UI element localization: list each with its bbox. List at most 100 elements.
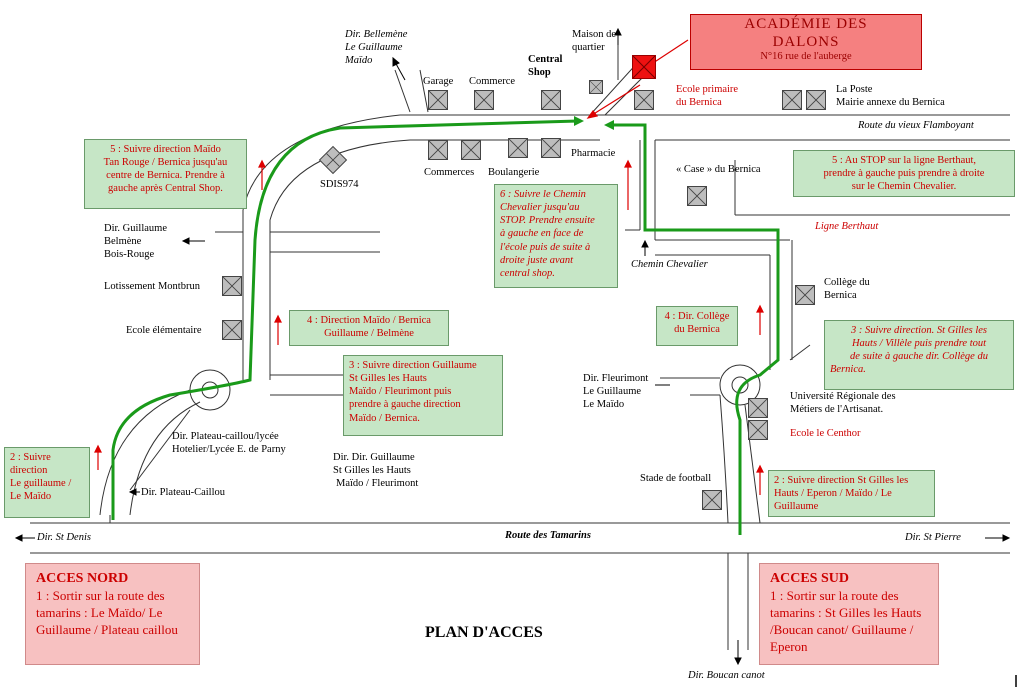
dir-plateau-lycee-line1: Dir. Plateau-caillou/lycée (172, 431, 279, 442)
acces-nord-heading: ACCES NORD (36, 571, 129, 586)
garage-building (428, 90, 448, 110)
maison-road-left (589, 59, 641, 116)
dir-guillaume-line3: Bois-Rouge (104, 249, 155, 261)
acces-nord-text: 1 : Sortir sur la route des tamarins : L… (36, 588, 178, 637)
arrow-boucan-head (734, 657, 742, 666)
dir-fleurimont-label: Dir. Fleurimont Le Guillaume Le Maïdo (583, 372, 648, 411)
s6-line1: 6 : Suivre le Chemin (500, 189, 586, 200)
route-north-arrowhead (574, 116, 584, 126)
college-line1: Collège du (824, 277, 870, 288)
left-ramp (99, 389, 191, 516)
boulangerie-label: Boulangerie (488, 167, 540, 178)
poste-building-2 (806, 90, 826, 110)
s6-line3: STOP. Prendre ensuite (500, 215, 595, 227)
commerce-building (474, 90, 494, 110)
sdis-label: SDIS974 (320, 179, 359, 190)
s2n-line2: direction (10, 465, 48, 477)
s6-line7: central shop. (500, 267, 555, 279)
s2n-line4: Le Maïdo (10, 491, 52, 503)
map-title: PLAN D'ACCES (425, 624, 543, 641)
s5s-line2: prendre à gauche puis prendre à droite (823, 168, 985, 180)
step-3-south-note: 3 : Suivre direction. St Gilles les Haut… (824, 320, 1014, 390)
s5s-line1: 5 : Au STOP sur la ligne Berthaut, (831, 155, 977, 166)
lotissement-building (222, 276, 242, 296)
dir-plateau-lycee-line2: Hotelier/Lycée E. de Parny (172, 444, 286, 456)
s3s-line3: de suite à gauche dir. Collège du (850, 351, 988, 363)
s5s-line3: sur le Chemin Chevalier. (851, 181, 957, 193)
college-building (795, 285, 815, 305)
s6-line4: à gauche en face de (500, 228, 584, 240)
left-ramp-2 (129, 401, 201, 516)
step-6-note: 6 : Suivre le Chemin Chevalier jusqu'au … (494, 184, 618, 288)
college-label: Collège du Bernica (824, 276, 870, 302)
route-south (612, 123, 780, 535)
s3n-line2: St Gilles les Hauts (349, 373, 427, 385)
roundabout-west-outer (189, 369, 231, 411)
red-arrow-6-head (756, 464, 764, 473)
step-4-north-note: 4 : Direction Maïdo / Bernica Guillaume … (289, 310, 449, 346)
s5n-line3: centre de Bernica. Prendre à (106, 170, 225, 182)
red-arrow-2-head (274, 314, 282, 323)
ecole-primaire-building (634, 90, 654, 110)
red-arrow-3-head (258, 159, 266, 168)
dir-guillaume-label: Dir. Guillaume Belmène Bois-Rouge (104, 222, 167, 261)
arrow-bellemene (394, 61, 406, 81)
acces-sud-heading: ACCES SUD (770, 571, 849, 586)
ecole-elementaire-building (222, 320, 242, 340)
central-shop-line2: Shop (528, 67, 551, 79)
arrow-chevalier-head (641, 239, 649, 248)
route-south-arrowhead (604, 120, 614, 130)
ligne-berthaut-label: Ligne Berthaut (815, 221, 879, 232)
roundabout-east-outer (719, 364, 761, 406)
s3n-line5: Maïdo / Bernica. (349, 412, 420, 424)
dir-boucan-label: Dir. Boucan canot (688, 670, 765, 681)
red-arrow-school-head (586, 110, 599, 119)
dir-guillaume-line2: Belmène (104, 236, 142, 248)
bellemene-road-left (394, 69, 411, 113)
red-arrow-4-head (624, 159, 632, 168)
s2s-line3: Guillaume (774, 501, 819, 513)
arrow-guillaume-head (181, 237, 190, 245)
s3s-line1: 3 : Suivre direction. St Gilles les (851, 325, 987, 336)
commerces-building-2 (461, 140, 481, 160)
dir-guillaume-sud-line1: Dir. Dir. Guillaume (333, 452, 415, 463)
maison-quartier-building (589, 80, 603, 94)
step-5-north-note: 5 : Suivre direction Maïdo Tan Rouge / B… (84, 139, 247, 209)
step-2-south-note: 2 : Suivre direction St Gilles les Hauts… (768, 470, 935, 517)
universite-line1: Université Régionale des (790, 391, 896, 402)
sdis-building (318, 145, 348, 175)
acces-nord-box: ACCES NORD 1 : Sortir sur la route des t… (25, 563, 200, 665)
universite-line2: Métiers de l'Artisanat. (790, 404, 884, 416)
arrow-stpierre-head (1002, 534, 1011, 542)
commerces-building-1 (428, 140, 448, 160)
lotissement-label: Lotissement Montbrun (104, 281, 200, 292)
dir-bellemene-line3: Maïdo (345, 55, 373, 67)
academie-address: N°16 rue de l'auberge (760, 51, 852, 62)
vieux-flamboyant-label: Route du vieux Flamboyant (858, 120, 974, 131)
west-curve-left (242, 114, 401, 211)
academie-label-box: ACADÉMIE DES DALONS N°16 rue de l'auberg… (690, 14, 922, 70)
academie-line1: ACADÉMIE DES (744, 16, 868, 32)
college-branch (789, 344, 811, 361)
tamarins-label: Route des Tamarins (505, 530, 591, 541)
s4s-line2: du Bernica (674, 324, 720, 336)
ecole-elementaire-label: Ecole élémentaire (126, 325, 202, 336)
arrow-stdenis-head (14, 534, 23, 542)
bellemene-road-right (419, 69, 429, 113)
maison-quartier-line1: Maison de (572, 29, 617, 40)
stade-label: Stade de football (640, 473, 712, 484)
s4n-line1: 4 : Direction Maïdo / Bernica (307, 315, 431, 326)
case-building (687, 186, 707, 206)
dir-fleurimont-line2: Le Guillaume (583, 386, 642, 398)
s6-line2: Chevalier jusqu'au (500, 202, 580, 214)
dir-st-pierre-label: Dir. St Pierre (905, 532, 961, 543)
south-road-right (744, 404, 761, 524)
s3s-line2: Hauts / Villèle puis prendre tout (851, 338, 987, 350)
central-shop-line1: Central (528, 54, 563, 65)
step-4-south-note: 4 : Dir. Collège du Bernica (656, 306, 738, 346)
ecole-centhor-label: Ecole le Centhor (790, 428, 861, 439)
poste-building-1 (782, 90, 802, 110)
dir-bellemene-line2: Le Guillaume (345, 42, 403, 54)
plateau-caillou-road (129, 409, 191, 491)
